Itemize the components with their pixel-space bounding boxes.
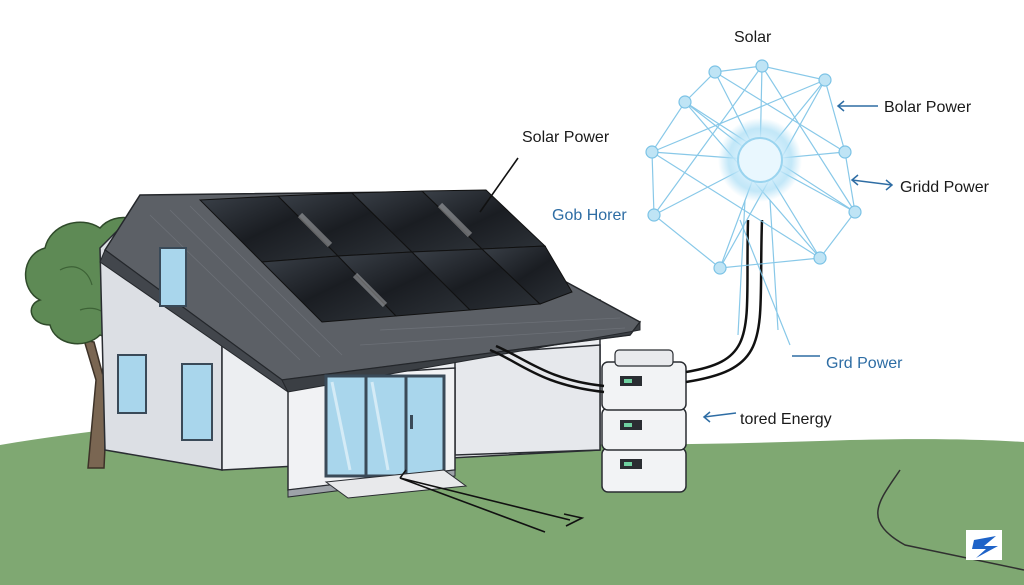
side-window-upper [159,247,187,307]
path-edge [877,469,1024,571]
patio-doors [324,374,446,478]
label-stored-energy: tored Energy [740,411,832,428]
label-gob-horer: Gob Horer [552,207,627,224]
label-solar-top: Solar [734,29,772,46]
solar-panels [198,189,573,323]
leader-lines [399,157,585,533]
front-window-left [181,363,213,441]
label-arrows [702,100,894,423]
solar-network-icon [645,59,862,346]
house [99,189,642,499]
label-grd-power: Grd Power [826,355,903,372]
side-window-lower [117,354,147,414]
power-cables [489,219,764,394]
label-solar-power-right: Bolar Power [884,99,972,116]
label-solar-power-house: Solar Power [522,129,610,146]
battery-unit-icon [601,349,687,493]
label-grid-power-right: Gridd Power [900,179,990,196]
brand-logo-icon [966,530,1002,560]
